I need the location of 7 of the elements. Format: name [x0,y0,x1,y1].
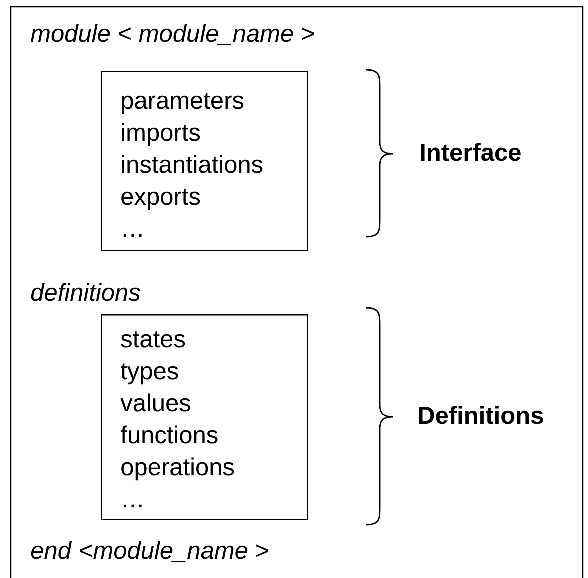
list-box: parameters imports instantiations exports … [101,71,308,252]
keyword-text: module < module_name > [31,24,314,45]
section-label: Definitions [419,406,544,424]
list-box: states types values functions operations … [101,314,308,520]
keyword-text: end <module_name > [31,541,268,562]
keyword-text: definitions [31,283,140,302]
section-label: Interface [421,143,521,162]
